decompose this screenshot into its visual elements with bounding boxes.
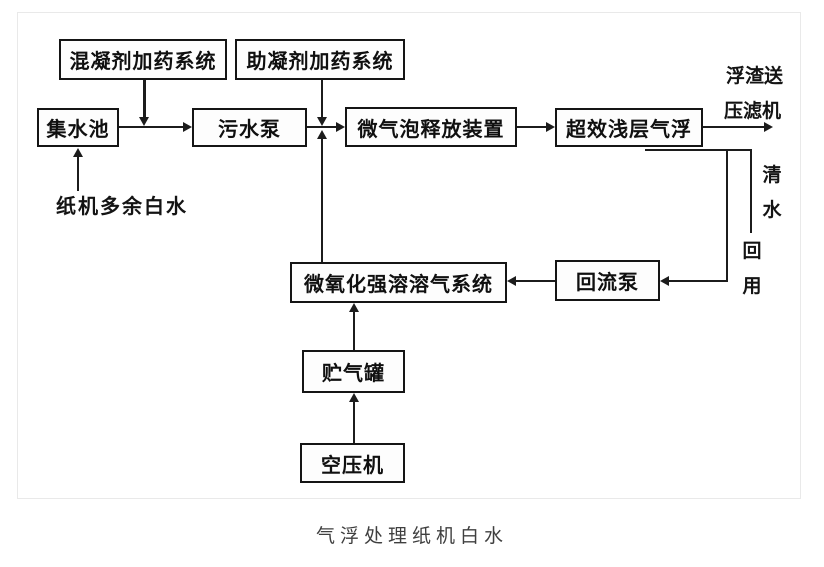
diagram-panel (17, 12, 801, 499)
node-gas-storage-tank: 贮气罐 (302, 350, 405, 393)
edge-compressor-up (353, 402, 355, 443)
arrowhead-to-reflux-pump (660, 276, 669, 286)
figure-caption: 气浮处理纸机白水 (315, 526, 508, 547)
edge-recycle-down (726, 149, 728, 282)
edge-pump-to-release (307, 126, 337, 128)
label-inflow-white-water: 纸机多余白水 (56, 196, 188, 218)
label-reuse: 回用 (742, 241, 762, 297)
edge-flotation-bottom (645, 149, 752, 151)
label-scum-line2: 压滤机 (724, 101, 782, 122)
arrowhead-aid-down (317, 117, 327, 126)
arrowhead-dissolved-air-up (317, 130, 327, 139)
arrowhead-release-to-flotation (546, 122, 555, 132)
arrowhead-reflux-to-dissolved (507, 276, 516, 286)
arrowhead-flotation-to-press (764, 122, 773, 132)
edge-clear-water-down (750, 149, 752, 233)
edge-whitewater-up (77, 157, 79, 191)
arrowhead-coagulant-down (139, 117, 149, 126)
node-collecting-tank: 集水池 (37, 108, 119, 147)
arrowhead-whitewater-up (73, 148, 83, 157)
edge-release-to-flotation (517, 126, 546, 128)
node-sewage-pump: 污水泵 (192, 108, 307, 147)
edge-coagulant-down (143, 80, 146, 118)
node-dissolved-air-system: 微氧化强溶溶气系统 (290, 262, 507, 303)
edge-dissolved-air-up (321, 139, 323, 262)
edge-to-reflux-pump (669, 280, 728, 282)
node-super-shallow-flotation: 超效浅层气浮 (555, 108, 703, 147)
node-coagulant-dosing-system: 混凝剂加药系统 (59, 39, 227, 80)
node-coagulant-aid-dosing-system: 助凝剂加药系统 (235, 39, 405, 80)
edge-aid-down (321, 80, 323, 117)
edge-flotation-to-press (703, 126, 764, 128)
arrowhead-tank-to-pump (183, 122, 192, 132)
node-reflux-pump: 回流泵 (555, 260, 660, 301)
label-scum-line1: 浮渣送 (726, 66, 784, 87)
node-air-compressor: 空压机 (300, 443, 405, 483)
arrowhead-gastank-up (349, 303, 359, 312)
edge-tank-to-pump (119, 126, 184, 128)
arrowhead-pump-to-release (336, 122, 345, 132)
edge-gastank-up (353, 312, 355, 350)
label-clear-water: 清水 (762, 165, 782, 221)
arrowhead-compressor-up (349, 393, 359, 402)
edge-reflux-to-dissolved (516, 280, 555, 282)
node-micro-bubble-release-device: 微气泡释放装置 (345, 107, 517, 147)
